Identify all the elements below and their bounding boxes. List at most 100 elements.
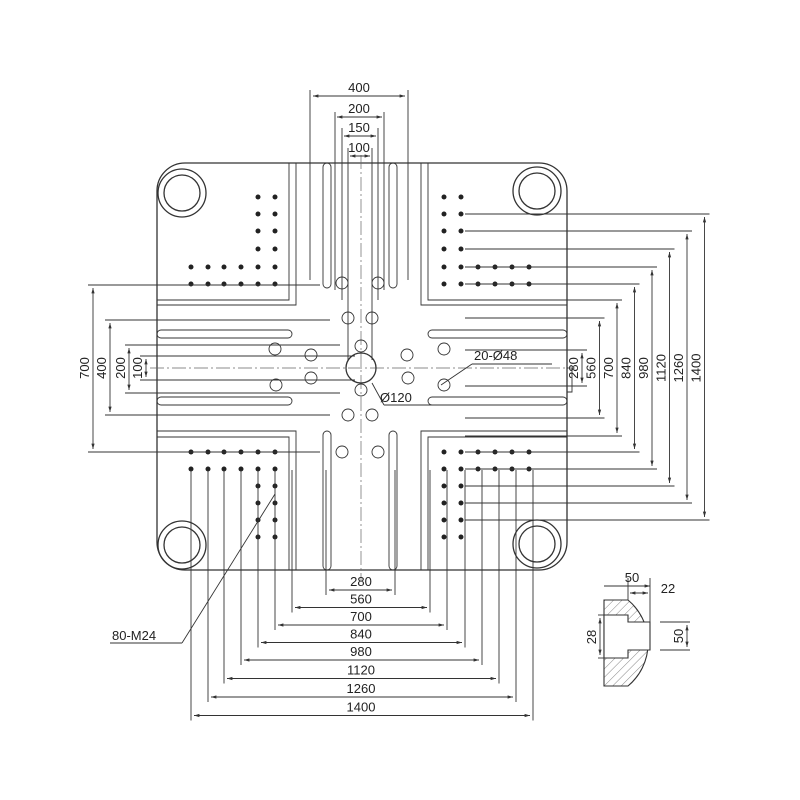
tapped-hole [238,264,244,270]
ejector-hole [365,408,379,422]
tapped-hole [458,228,464,234]
dim-bottom-1400: 1400 [347,700,376,715]
tapped-hole [238,466,244,472]
ejector-hole [371,445,385,459]
tapped-hole [272,228,278,234]
top-dimensions [309,90,409,360]
tapped-hole [441,534,447,540]
dim-bottom-1260: 1260 [347,681,376,696]
ejector-holes-label: 20-Ø48 [474,348,517,363]
tie-bar-hole-tr [512,166,562,216]
dim-bottom-1120: 1120 [347,663,375,678]
tapped-hole [441,466,447,472]
dim-bottom-700: 700 [350,609,372,624]
tapped-hole [441,500,447,506]
ejector-hole [354,383,368,397]
tapped-hole [441,228,447,234]
dim-right-1120: 1120 [654,354,669,382]
tapped-hole [458,466,464,472]
dim-left-200: 200 [113,357,128,379]
tapped-hole [441,517,447,523]
tapped-hole [205,466,211,472]
detail-dim-22: 22 [661,581,675,596]
detail-dim-50-side: 50 [671,629,686,643]
tapped-holes-label: 80-M24 [112,628,156,643]
tapped-hole [255,466,261,472]
dim-bottom-980: 980 [350,644,372,659]
tapped-hole [458,264,464,270]
tapped-hole [272,281,278,287]
center-bore [345,352,377,384]
tie-bar-hole-tl [157,168,207,218]
tapped-hole [255,246,261,252]
tie-bar-hole-br [512,519,562,569]
dim-right-700: 700 [601,357,616,379]
tapped-hole [441,211,447,217]
bore-leader [371,382,385,406]
ejector-hole [304,371,318,385]
tapped-hole [221,264,227,270]
ejector-hole [400,348,414,362]
ejector-hole [268,342,282,356]
right-dimensions [465,213,710,521]
dim-left-400: 400 [94,357,109,379]
dim-left-700: 700 [77,357,92,379]
tapped-hole [272,264,278,270]
tapped-hole [441,264,447,270]
dim-bottom-560: 560 [350,592,372,607]
tapped-hole [255,264,261,270]
tapped-hole [458,449,464,455]
tapped-hole [255,211,261,217]
tapped-hole [458,211,464,217]
ejector-hole [437,342,451,356]
tapped-hole [255,281,261,287]
tapped-leader [181,493,276,644]
tapped-hole [458,483,464,489]
dim-right-1400: 1400 [689,354,704,383]
tapped-hole [458,534,464,540]
tapped-hole [188,281,194,287]
dim-right-1260: 1260 [671,354,686,383]
dim-top-200: 200 [348,101,370,116]
dim-top-100: 100 [348,140,370,155]
tapped-holes [188,194,532,540]
dim-right-280: 280 [566,357,581,379]
t-slots [156,162,568,571]
ejector-hole [335,445,349,459]
tapped-hole [441,449,447,455]
detail-dim-28: 28 [584,630,599,644]
t-slot-section-detail [598,578,690,687]
tapped-hole [221,466,227,472]
dim-bottom-840: 840 [350,627,372,642]
tapped-hole [205,281,211,287]
dim-bottom-280: 280 [350,574,372,589]
tapped-hole [458,246,464,252]
tapped-hole [188,264,194,270]
ejector-hole [354,339,368,353]
dim-right-980: 980 [636,357,651,379]
tapped-hole [188,466,194,472]
detail-dim-50-top: 50 [625,570,639,585]
tapped-hole [458,194,464,200]
center-bore-label: Ø120 [380,390,412,405]
ejector-hole [269,378,283,392]
tie-bar-hole-bl [157,520,207,570]
tapped-hole [458,281,464,287]
tapped-hole [458,500,464,506]
tapped-hole [272,246,278,252]
platen-outline [156,162,568,571]
ejector-hole [401,371,415,385]
tapped-hole [272,194,278,200]
tapped-hole [458,517,464,523]
tapped-hole [441,194,447,200]
dim-left-100: 100 [130,357,145,379]
tapped-hole [441,483,447,489]
tapped-hole [441,246,447,252]
ejector-hole [304,348,318,362]
left-dimensions [88,284,355,453]
tapped-hole [255,228,261,234]
dim-right-840: 840 [619,357,634,379]
bottom-dimensions [190,470,534,721]
